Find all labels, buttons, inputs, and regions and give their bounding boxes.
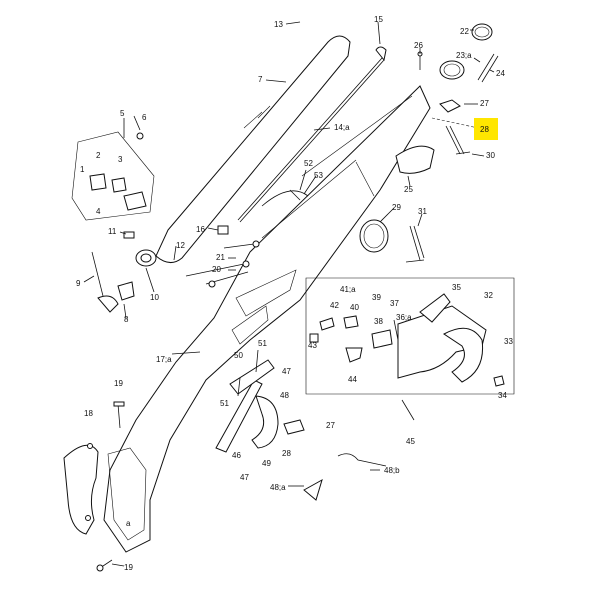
- screw-19-top: [113, 401, 125, 429]
- callout-5: 5: [120, 109, 125, 118]
- callout-49: 49: [262, 459, 271, 468]
- callout-11: 11: [108, 227, 117, 236]
- callout-labels: 13 15 7 26 22 23;a 24 27 28 30 25 14;a 5…: [76, 15, 513, 572]
- callout-24: 24: [496, 69, 505, 78]
- callout-21: 21: [216, 253, 225, 262]
- callout-28: 28: [282, 449, 291, 458]
- band-upper: [439, 60, 465, 80]
- callout-2: 2: [96, 151, 101, 160]
- screw-19-bottom: [96, 559, 113, 572]
- callout-29: 29: [392, 203, 401, 212]
- callout-7: 7: [258, 75, 263, 84]
- callout-45: 45: [406, 437, 415, 446]
- callout-46: 46: [232, 451, 241, 460]
- callout-9: 9: [76, 279, 81, 288]
- callout-23a: 23;a: [456, 51, 472, 60]
- callout-16: 16: [196, 225, 205, 234]
- callout-22: 22: [460, 27, 469, 36]
- callout-19-top: 19: [114, 379, 123, 388]
- callout-25: 25: [404, 185, 413, 194]
- trigger-plate-50: [229, 359, 275, 395]
- callout-39: 39: [372, 293, 381, 302]
- callout-13: 13: [274, 20, 283, 29]
- lock-group-box: [305, 277, 515, 395]
- butt-plate-18: [63, 443, 99, 535]
- trigger-49: [251, 395, 279, 449]
- band-29: [359, 219, 389, 253]
- callout-28-highlight: [474, 118, 498, 140]
- callout-14a: 14;a: [334, 123, 350, 132]
- screw-27-top: [439, 99, 461, 113]
- callout-44: 44: [348, 375, 357, 384]
- callout-43: 43: [308, 341, 317, 350]
- callout-40: 40: [350, 303, 359, 312]
- callout-53: 53: [314, 171, 323, 180]
- swivel-9-8: [91, 251, 135, 313]
- callout-34: 34: [498, 391, 507, 400]
- spring-24: [477, 53, 499, 83]
- rear-sight-group: [71, 131, 155, 221]
- callout-4: 4: [96, 207, 101, 216]
- callout-52: 52: [304, 159, 313, 168]
- trigger-guard-46: [215, 379, 263, 453]
- callout-12: 12: [176, 241, 185, 250]
- pin-16: [217, 225, 229, 235]
- pins-20-21: [185, 240, 260, 288]
- callout-27-top: 27: [480, 99, 489, 108]
- band-22: [471, 23, 493, 41]
- ramrod-part: [237, 46, 387, 223]
- leader-lines: [83, 21, 495, 567]
- callout-26: 26: [414, 41, 423, 50]
- stock-part: [103, 85, 431, 553]
- callout-38: 38: [374, 317, 383, 326]
- callout-35: 35: [452, 283, 461, 292]
- callout-51-top: 51: [258, 339, 267, 348]
- callout-51: 51: [220, 399, 229, 408]
- callout-27: 27: [326, 421, 335, 430]
- callout-3: 3: [118, 155, 123, 164]
- callout-19: 19: [124, 563, 133, 572]
- rod-30: [445, 125, 471, 155]
- screw-11: [123, 231, 135, 239]
- pin-26: [417, 51, 423, 70]
- callout-6: 6: [142, 113, 147, 122]
- sight-48a: [303, 478, 323, 501]
- barrel-part: [135, 35, 351, 267]
- pins-51: [237, 349, 259, 397]
- callout-28-top: 28: [480, 125, 489, 134]
- callout-1: 1: [80, 165, 85, 174]
- nose-cap-25: [395, 145, 435, 174]
- callout-37: 37: [390, 299, 399, 308]
- callout-10: 10: [150, 293, 159, 302]
- lock-small-parts: [309, 315, 399, 363]
- lock-plate-33: [397, 305, 487, 383]
- callout-a: a: [126, 519, 131, 528]
- callout-32: 32: [484, 291, 493, 300]
- callout-47-top: 47: [282, 367, 291, 376]
- callout-17a: 17;a: [156, 355, 172, 364]
- callout-20: 20: [212, 265, 221, 274]
- frizzen-35: [419, 293, 451, 323]
- callout-47: 47: [240, 473, 249, 482]
- spring-48b: [337, 453, 387, 467]
- callout-30: 30: [486, 151, 495, 160]
- callout-41a: 41;a: [340, 285, 356, 294]
- callout-15: 15: [374, 15, 383, 24]
- callout-18: 18: [84, 409, 93, 418]
- callout-50: 50: [234, 351, 243, 360]
- swivel-31: [405, 225, 425, 263]
- callout-42: 42: [330, 301, 339, 310]
- callout-31: 31: [418, 207, 427, 216]
- spring-52-53: [261, 189, 309, 207]
- callout-8: 8: [124, 315, 129, 324]
- callout-48a: 48;a: [270, 483, 286, 492]
- screw-34: [493, 375, 505, 387]
- screw-27-lower: [283, 419, 305, 435]
- callout-36a: 36;a: [396, 313, 412, 322]
- callout-48: 48: [280, 391, 289, 400]
- callout-33: 33: [504, 337, 513, 346]
- callout-48b: 48;b: [384, 466, 400, 475]
